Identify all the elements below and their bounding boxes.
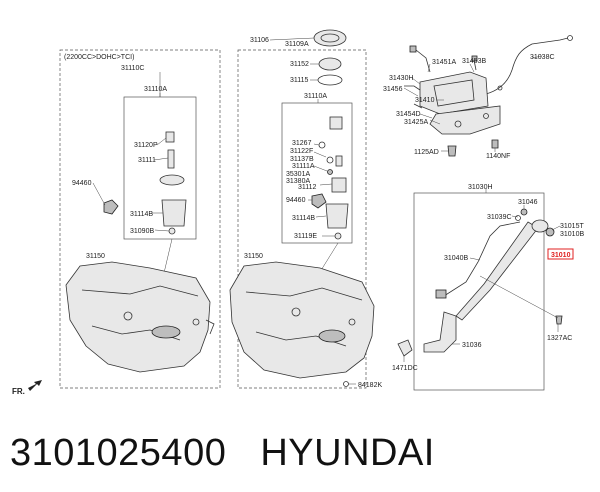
left-label-7: 31150 bbox=[86, 253, 105, 260]
front-direction-marker: FR. bbox=[12, 380, 42, 396]
mid-label-9: 35301A bbox=[286, 171, 310, 178]
part-number: 3101025400 bbox=[10, 431, 227, 474]
mid-pump-cap bbox=[329, 116, 343, 130]
filler-label-1: 31046 bbox=[518, 199, 538, 206]
canister-label-9: 1140NF bbox=[486, 153, 510, 160]
mid-label-5: 31267 bbox=[292, 140, 312, 147]
mid-label-11: 31112 bbox=[298, 184, 317, 191]
mid-label-15: 31150 bbox=[244, 253, 263, 260]
engine-note: (2200CC>DOHC>TCI) bbox=[64, 54, 134, 61]
left-fuel-tank bbox=[65, 261, 211, 373]
left-label-3: 31111 bbox=[138, 157, 156, 164]
pump-filter bbox=[161, 199, 187, 227]
filler-hose bbox=[423, 311, 457, 353]
canister-body bbox=[419, 71, 489, 115]
breather-pipe bbox=[443, 221, 521, 297]
parts-diagram: (2200CC>DOHC>TCI) 31110C 31110A 31120P 3… bbox=[12, 29, 584, 396]
gasket bbox=[317, 74, 343, 86]
filler-label-6: 31036 bbox=[462, 342, 482, 349]
mid-label-16: 1471DC bbox=[392, 365, 418, 372]
filler-neck-pipe bbox=[455, 221, 539, 321]
pump-body bbox=[167, 149, 175, 169]
left-label-4: 94460 bbox=[72, 180, 92, 187]
lock-ring bbox=[313, 29, 347, 47]
canister-label-5: 31410 bbox=[415, 97, 435, 104]
mid-float-arm bbox=[311, 193, 327, 209]
canister-label-6: 31454D bbox=[396, 111, 421, 118]
middle-inner-box bbox=[281, 102, 353, 244]
mid-pump-body bbox=[331, 177, 347, 193]
float-arm bbox=[103, 199, 119, 215]
mid-label-10: 31380A bbox=[286, 178, 310, 185]
pump-flange bbox=[159, 174, 185, 186]
canister-label-1: 31453B bbox=[462, 58, 486, 65]
canister-label-2: 31038C bbox=[530, 54, 555, 61]
left-tank-opening bbox=[151, 325, 181, 339]
middle-fuel-tank bbox=[229, 261, 375, 379]
left-panel-frame bbox=[59, 49, 221, 389]
filler-label-3: 31015T bbox=[560, 223, 584, 230]
filler-label-4: 31010B bbox=[560, 231, 584, 238]
mid-label-13: 31114B bbox=[292, 215, 315, 222]
canister-bracket bbox=[429, 105, 501, 135]
tank-bolt bbox=[343, 381, 349, 387]
mid-label-2: 31152 bbox=[290, 61, 309, 68]
filler-label-5: 31040B bbox=[444, 255, 468, 262]
mid-pump-filter bbox=[325, 203, 349, 229]
filler-label-0: 31030H bbox=[468, 184, 493, 191]
left-label-0: 31110C bbox=[121, 65, 144, 72]
footer: 3101025400 HYUNDAI bbox=[10, 428, 435, 478]
mid-label-4: 31110A bbox=[304, 93, 327, 100]
canister-label-3: 31430H bbox=[389, 75, 414, 82]
nut-1140nf bbox=[491, 139, 499, 149]
left-label-1: 31110A bbox=[144, 86, 167, 93]
middle-panel-frame bbox=[237, 49, 367, 389]
mid-label-1: 31109A bbox=[285, 41, 309, 48]
canister-label-8: 1125AD bbox=[414, 149, 439, 156]
brand-name: HYUNDAI bbox=[260, 431, 435, 474]
mid-label-0: 31106 bbox=[250, 37, 269, 44]
highlight-box bbox=[547, 248, 574, 260]
fr-label: FR. bbox=[12, 387, 25, 396]
seal-ring bbox=[168, 227, 176, 235]
left-label-5: 31114B bbox=[130, 211, 153, 218]
canister-label-4: 31456 bbox=[383, 86, 403, 93]
left-label-2: 31120P bbox=[134, 142, 158, 149]
mid-label-7: 31137B bbox=[290, 156, 314, 163]
filler-panel-frame bbox=[413, 192, 545, 391]
mid-label-8: 31111A bbox=[292, 163, 315, 170]
mid-label-17: 84182K bbox=[358, 382, 382, 389]
highlight-label: 31010 bbox=[551, 252, 571, 259]
sender-plate bbox=[318, 57, 342, 71]
canister-label-0: 31451A bbox=[432, 59, 456, 66]
tank-strap-bracket bbox=[397, 339, 413, 357]
left-label-6: 31090B bbox=[130, 228, 154, 235]
mid-label-6: 31122F bbox=[290, 148, 313, 155]
front-arrow-icon bbox=[28, 380, 42, 391]
pump-cap bbox=[165, 131, 175, 143]
mid-label-12: 94460 bbox=[286, 197, 306, 204]
vent-hose bbox=[485, 37, 569, 95]
canister-label-7: 31425A bbox=[404, 119, 428, 126]
filler-cap bbox=[545, 227, 555, 237]
filler-label-7: 1327AC bbox=[547, 335, 572, 342]
filler-label-2: 31039C bbox=[487, 214, 512, 221]
middle-panel: 31106 31109A 31152 31115 31110A 31267 31… bbox=[229, 29, 418, 389]
filler-panel: 31010 31030H 31046 31039C 31015T 31010B … bbox=[413, 184, 584, 391]
left-panel: (2200CC>DOHC>TCI) 31110C 31110A 31120P 3… bbox=[59, 49, 221, 389]
filler-cap-ring bbox=[531, 219, 549, 233]
middle-tank-opening bbox=[318, 329, 346, 343]
bolt-1125ad bbox=[447, 145, 457, 157]
mid-label-14: 31119E bbox=[294, 233, 317, 240]
canister-group: 31451A 31453B 31038C 31430H 31456 31410 … bbox=[383, 35, 573, 160]
mid-label-3: 31115 bbox=[290, 77, 309, 84]
